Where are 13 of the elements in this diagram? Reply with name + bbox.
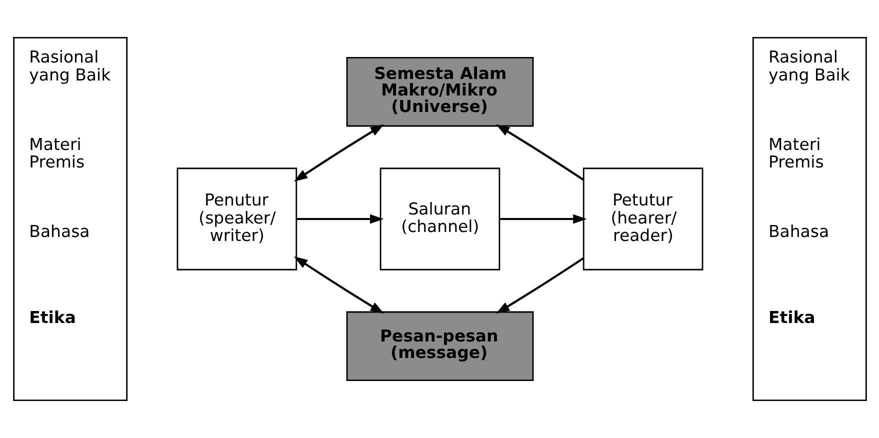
arrow <box>296 214 384 224</box>
node-box: Pesan-pesan (message) <box>346 311 534 381</box>
arrow <box>499 214 586 224</box>
arrow <box>495 257 584 314</box>
arrow <box>293 124 384 182</box>
arrow <box>293 256 384 314</box>
node-box: Saluran (channel) <box>379 168 500 270</box>
arrow <box>495 124 584 181</box>
node-box: Petutur (hearer/ reader) <box>582 168 703 270</box>
node-box: Rasional yang Baik Materi Premis Bahasa Etika <box>12 37 128 401</box>
node-box: Rasional yang Baik Materi Premis Bahasa Etika <box>752 37 866 401</box>
node-box: Penutur (speaker/ writer) <box>176 168 297 270</box>
node-box: Semesta Alam Makro/Mikro (Universe) <box>346 57 534 127</box>
